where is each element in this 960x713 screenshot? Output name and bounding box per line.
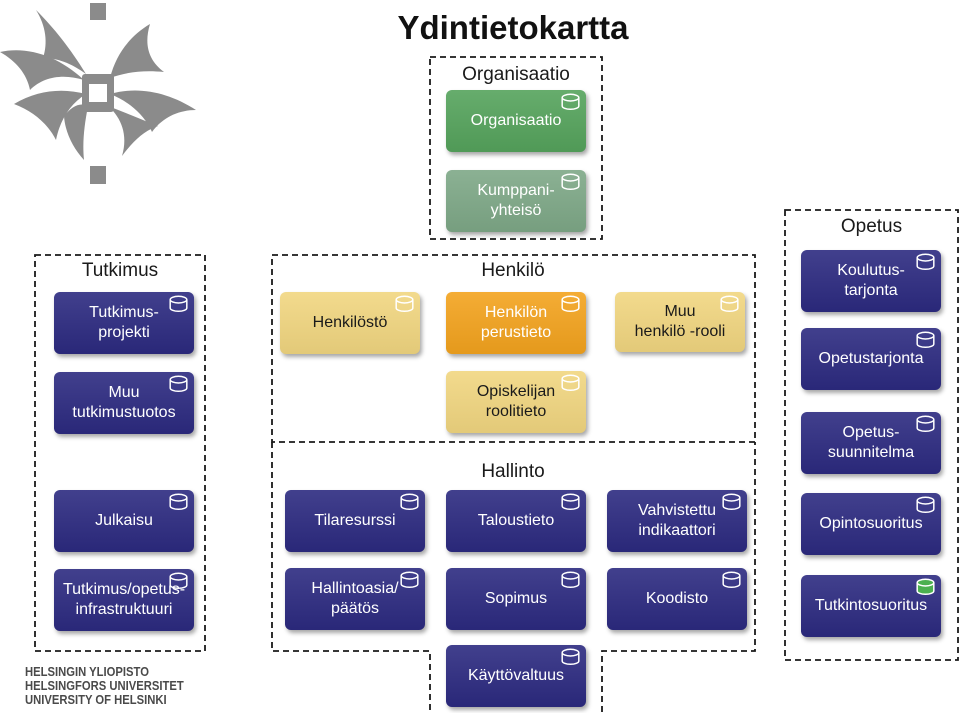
database-icon: [561, 374, 580, 392]
group-label-opetus: Opetus: [840, 216, 903, 237]
logo-flame-left-lower: [14, 90, 86, 140]
group-label-hallinto: Hallinto: [481, 461, 545, 482]
logo-flame-left-feather: [36, 10, 86, 74]
database-icon: [916, 496, 935, 514]
entity-tilaresurssi: Tilaresurssi: [285, 490, 425, 552]
entity-taloustieto: Taloustieto: [446, 490, 586, 552]
entity-henkilosto: Henkilöstö: [280, 292, 420, 354]
entity-label: Taloustieto: [477, 512, 555, 529]
entity-julkaisu: Julkaisu: [54, 490, 194, 552]
database-icon: [561, 295, 580, 313]
database-icon: [395, 295, 414, 313]
entity-muu-henkilo-rooli: Muu henkilö -rooli: [615, 292, 745, 352]
entity-hallintoasia-paatos: Hallintoasia/ päätös: [285, 568, 425, 630]
entity-kayttovaltuus: Käyttövaltuus: [446, 645, 586, 707]
entity-opiskelijan-roolitieto: Opiskelijan roolitieto: [446, 371, 586, 433]
entity-tutkimus-opetus-infrastruktuuri: Tutkimus/opetus- infrastruktuuri: [54, 569, 194, 631]
entity-koulutustarjonta: Koulutus- tarjonta: [801, 250, 941, 312]
logo-flame-left-upper: [0, 50, 84, 90]
logo-bottom-square: [90, 166, 106, 184]
entity-label: Sopimus: [484, 590, 548, 607]
entity-label: Muu henkilö -rooli: [634, 303, 726, 340]
entity-label: Organisaatio: [470, 112, 562, 129]
entity-label: Hallintoasia/ päätös: [311, 580, 399, 617]
entity-label: Julkaisu: [95, 512, 153, 529]
group-outline-tutkimus: [34, 254, 206, 652]
entity-label: Kumppani- yhteisö: [477, 182, 555, 219]
database-icon: [916, 253, 935, 271]
group-label-henkilo: Henkilö: [481, 260, 545, 281]
database-icon: [561, 493, 580, 511]
entity-label: Käyttövaltuus: [467, 667, 565, 684]
entity-organisaatio: Organisaatio: [446, 90, 586, 152]
entity-sopimus: Sopimus: [446, 568, 586, 630]
entity-label: Opiskelijan roolitieto: [476, 383, 556, 420]
entity-label: Tilaresurssi: [314, 512, 396, 529]
group-outline-organisaatio: [429, 56, 603, 240]
entity-tutkimusprojekti: Tutkimus- projekti: [54, 292, 194, 354]
group-label-tutkimus: Tutkimus: [81, 260, 159, 281]
database-icon: [916, 578, 935, 596]
entity-label: Opetustarjonta: [818, 350, 924, 367]
logo-top-square: [90, 3, 106, 20]
entity-label: Henkilön perustieto: [480, 304, 552, 341]
database-icon: [169, 375, 188, 393]
database-icon: [169, 493, 188, 511]
database-icon: [561, 571, 580, 589]
entity-opetussuunnitelma: Opetus- suunnitelma: [801, 412, 941, 474]
entity-koodisto: Koodisto: [607, 568, 747, 630]
database-icon: [720, 295, 739, 313]
database-icon: [400, 571, 419, 589]
database-icon: [722, 493, 741, 511]
entity-tutkintosuoritus: Tutkintosuoritus: [801, 575, 941, 637]
database-icon: [722, 571, 741, 589]
entity-label: Koulutus- tarjonta: [837, 262, 905, 299]
entity-label: Opintosuoritus: [819, 515, 923, 532]
entity-opetustarjonta: Opetustarjonta: [801, 328, 941, 390]
logo-flame-right-upper: [110, 24, 164, 78]
group-outline-opetus: [784, 209, 959, 661]
entity-label: Tutkintosuoritus: [814, 597, 928, 614]
entity-label: Opetus- suunnitelma: [827, 424, 915, 461]
database-icon: [561, 648, 580, 666]
university-wordmark: HELSINGIN YLIOPISTO HELSINGFORS UNIVERSI…: [25, 665, 184, 707]
logo-flame-right-tail: [108, 106, 158, 156]
entity-vahvistettu-indikaattori: Vahvistettu indikaattori: [607, 490, 747, 552]
group-outline-hallinto: [271, 442, 756, 712]
database-icon: [561, 93, 580, 111]
entity-henkilon-perustieto: Henkilön perustieto: [446, 292, 586, 354]
page-title: Ydintietokartta: [397, 9, 629, 46]
database-icon: [169, 572, 188, 590]
entity-label: Koodisto: [645, 590, 709, 607]
database-icon: [169, 295, 188, 313]
logo-center-square: [89, 84, 107, 102]
database-icon: [916, 331, 935, 349]
logo-flame-right-wing: [110, 90, 196, 132]
entity-label: Tutkimus- projekti: [89, 304, 159, 341]
entity-label: Tutkimus/opetus- infrastruktuuri: [62, 581, 186, 618]
database-icon: [400, 493, 419, 511]
group-outline-henkilo: [271, 254, 756, 443]
wordmark-line: HELSINGFORS UNIVERSITET: [25, 679, 184, 693]
logo-flame-left-tail: [64, 104, 88, 160]
entity-opintosuoritus: Opintosuoritus: [801, 493, 941, 555]
entity-label: Muu tutkimustuotos: [72, 384, 176, 421]
database-icon: [561, 173, 580, 191]
entity-kumppaniyhteiso: Kumppani- yhteisö: [446, 170, 586, 232]
database-icon: [916, 415, 935, 433]
entity-label: Vahvistettu indikaattori: [638, 502, 716, 539]
university-flame-logo: [0, 3, 196, 184]
wordmark-line: HELSINGIN YLIOPISTO: [25, 665, 149, 679]
entity-label: Henkilöstö: [312, 314, 388, 331]
entity-muu-tutkimustuotos: Muu tutkimustuotos: [54, 372, 194, 434]
wordmark-line: UNIVERSITY OF HELSINKI: [25, 693, 167, 707]
group-label-organisaatio: Organisaatio: [462, 64, 570, 85]
